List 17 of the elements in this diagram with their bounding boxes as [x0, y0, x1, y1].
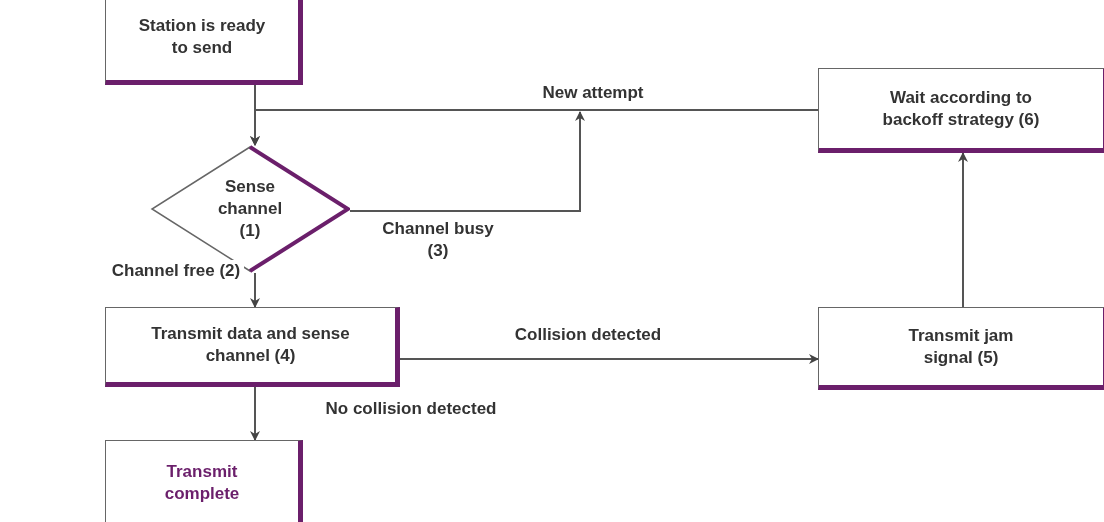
node-text: Station is ready to send	[137, 14, 267, 59]
node-text: Wait according to backoff strategy (6)	[881, 86, 1041, 131]
node-text: Transmit jam signal (5)	[907, 324, 1015, 369]
node-text: Transmit data and sense channel (4)	[150, 323, 351, 367]
node-text: Transmit complete	[163, 461, 241, 505]
process-box	[105, 307, 400, 387]
arrow	[250, 386, 260, 441]
process-box	[105, 440, 303, 522]
arrow	[399, 354, 819, 364]
node-text: Sense channel (1)	[216, 176, 284, 242]
arrow	[349, 111, 585, 212]
process-box	[105, 0, 303, 85]
arrow	[250, 109, 819, 146]
process-box	[818, 307, 1104, 390]
arrow	[958, 152, 968, 308]
process-box	[818, 68, 1104, 153]
arrow	[250, 272, 260, 308]
